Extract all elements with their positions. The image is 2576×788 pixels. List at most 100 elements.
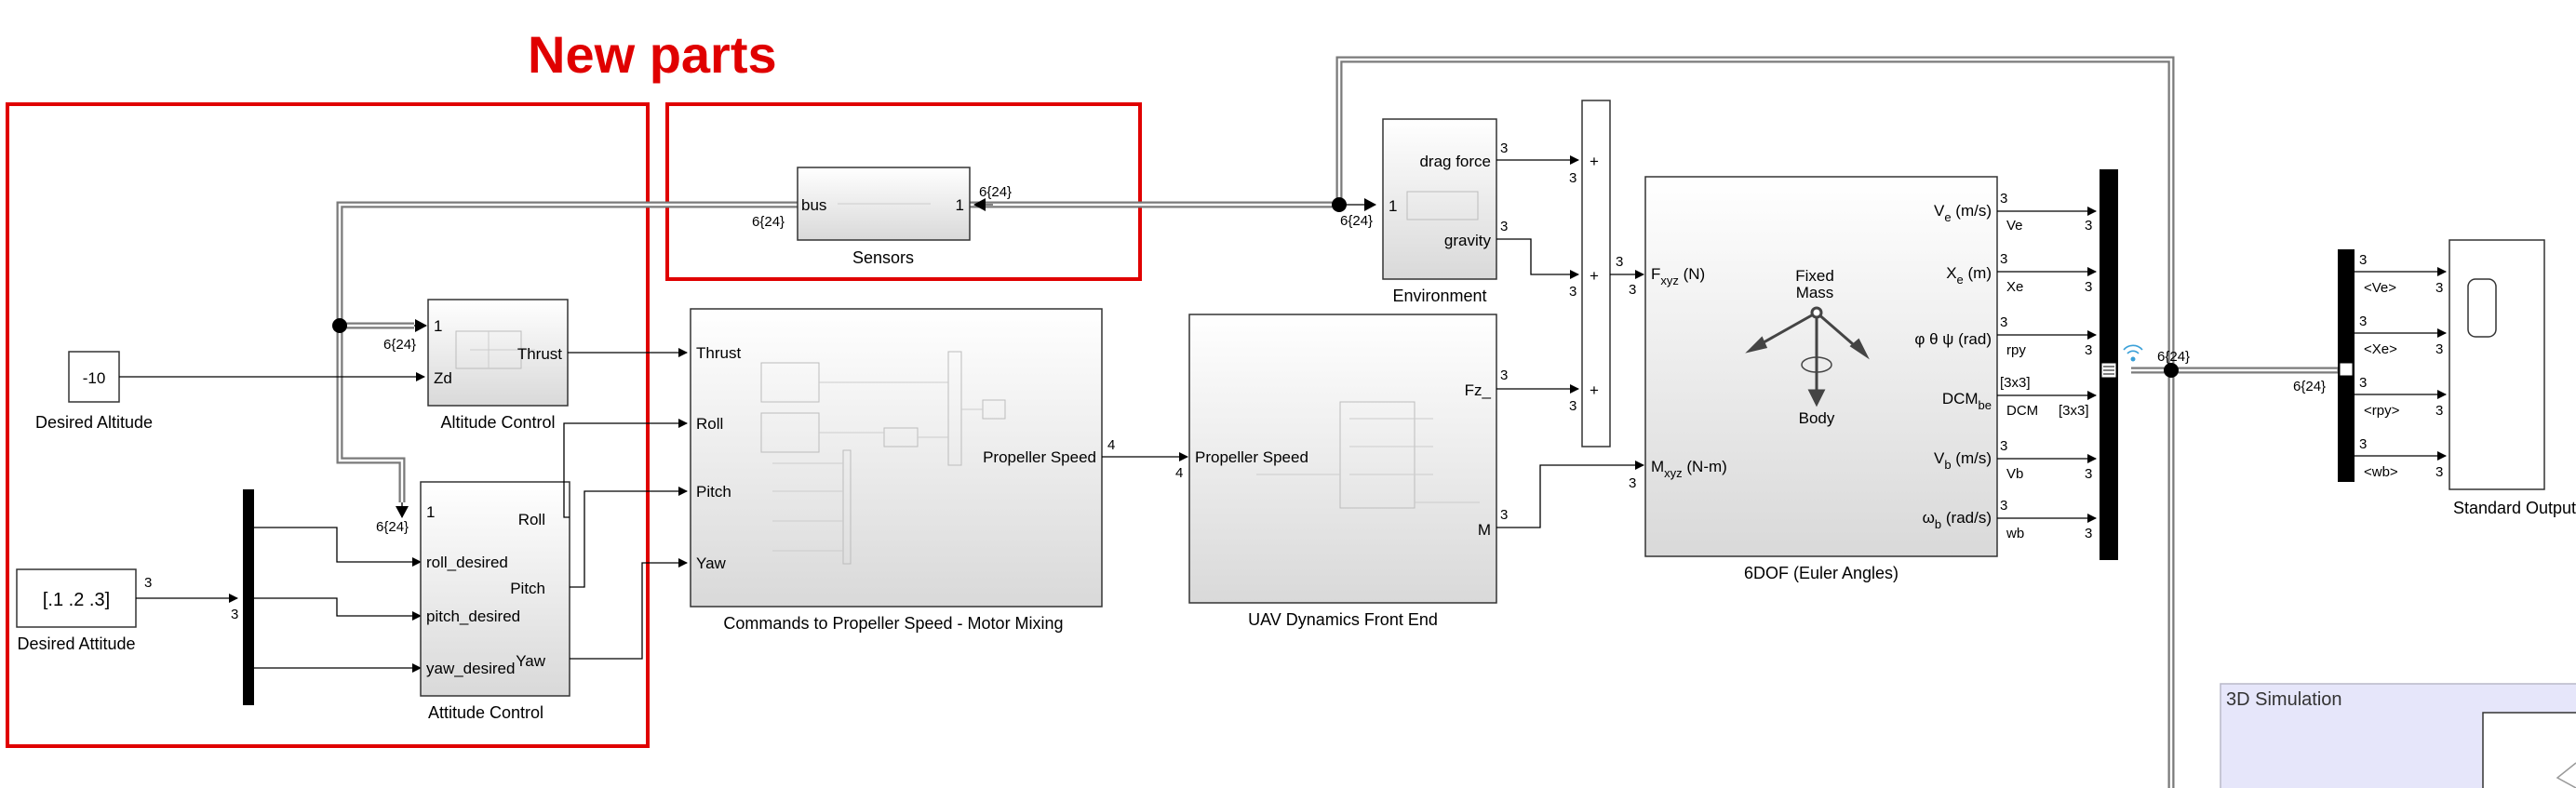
so-signal-rpy: <rpy> [2364, 403, 2400, 419]
attitude-control-in4: yaw_desired [426, 660, 515, 677]
sensors-dim-left: 6{24} [752, 214, 785, 230]
bus-dim-vb: 3 [2085, 466, 2092, 482]
attitude-control-in3: pitch_desired [426, 608, 520, 625]
new-parts-title: New parts [528, 25, 777, 84]
so-dim-3b: 3 [2435, 403, 2443, 419]
sixdof-dim-wb: 3 [2000, 498, 2007, 514]
signal-rpy: rpy [2006, 342, 2026, 358]
sum-sign-1: + [1590, 153, 1599, 170]
so-dim-1b: 3 [2435, 280, 2443, 296]
sixdof-dim-m: 3 [1629, 475, 1636, 491]
sixdof-out-ve: Ve (m/s) [1934, 202, 1992, 224]
sum-block[interactable]: + + + [1581, 100, 1611, 447]
environment-dim-in: 6{24} [1340, 213, 1373, 229]
so-dim-2b: 3 [2435, 341, 2443, 357]
sensors-dim-right: 6{24} [979, 184, 1012, 200]
sixdof-out-vb: Vb (m/s) [1934, 449, 1992, 472]
altitude-control-caption: Altitude Control [440, 413, 555, 432]
signal-dcm: DCM [2006, 403, 2038, 419]
attitude-control-block[interactable]: 1 roll_desired pitch_desired yaw_desired… [420, 481, 570, 722]
motor-mixing-block[interactable]: Thrust Roll Pitch Yaw Propeller Speed Co… [690, 308, 1103, 633]
sim3d-area[interactable]: 3D Simulation [2220, 683, 2576, 788]
altitude-control-in2: Zd [434, 369, 452, 387]
uav-dynamics-in: Propeller Speed [1195, 448, 1308, 466]
new-parts-box-left [6, 102, 650, 748]
body-axes-icon [1745, 306, 1870, 407]
sum-sign-2: + [1590, 267, 1599, 285]
uav-dynamics-caption: UAV Dynamics Front End [1248, 610, 1438, 629]
standard-output-dim-in: 6{24} [2293, 379, 2326, 394]
environment-caption: Environment [1392, 287, 1486, 305]
sensors-in: bus [801, 196, 826, 214]
demux-bar[interactable] [243, 489, 254, 705]
uav-dim-fz: 3 [1500, 367, 1508, 383]
standard-output-block[interactable]: Standard Output [2449, 239, 2576, 517]
sixdof-dim-ve: 3 [2000, 191, 2007, 207]
uav-dynamics-out1: Fz_ [1465, 381, 1492, 399]
desired-altitude-caption: Desired Altitude [35, 413, 153, 432]
sensors-out: 1 [956, 196, 964, 214]
environment-dim1: 3 [1500, 140, 1508, 156]
environment-block[interactable]: 1 drag force gravity Environment [1382, 118, 1497, 305]
motor-mixing-dim-out: 4 [1107, 437, 1115, 453]
bus-dim-dcm: [3x3] [2059, 403, 2089, 419]
bus-out-dim: 6{24} [2157, 349, 2190, 365]
motor-mixing-in4: Yaw [696, 554, 727, 572]
desired-attitude-value: [.1 .2 .3] [43, 590, 110, 610]
sum-sign-3: + [1590, 381, 1599, 399]
sixdof-center-top: Fixed [1795, 267, 1834, 285]
altitude-control-block[interactable]: 1 Zd Thrust Altitude Control [427, 299, 569, 432]
attitude-control-dim: 6{24} [376, 519, 409, 535]
standard-output-caption: Standard Output [2453, 499, 2576, 517]
desired-altitude-value: -10 [83, 369, 106, 387]
sum-dim-out: 3 [1616, 254, 1623, 270]
desired-attitude-block[interactable]: [.1 .2 .3] Desired Attitude 3 [16, 568, 152, 653]
motor-mixing-in2: Roll [696, 415, 723, 433]
log-signal-icon[interactable] [2123, 344, 2143, 362]
motor-mixing-out: Propeller Speed [983, 448, 1096, 466]
motor-mixing-in3: Pitch [696, 483, 731, 501]
sixdof-dim-dcm: [3x3] [2000, 375, 2031, 391]
sixdof-center-bottom: Body [1799, 409, 1835, 427]
signal-ve: Ve [2006, 218, 2023, 234]
motor-mixing-in1: Thrust [696, 344, 741, 362]
attitude-control-caption: Attitude Control [428, 703, 543, 722]
signal-xe: Xe [2006, 279, 2023, 295]
environment-in: 1 [1389, 197, 1397, 215]
environment-dim2: 3 [1500, 219, 1508, 234]
sum-dim-top: 3 [1569, 170, 1576, 186]
bus-selector-bar[interactable] [2338, 249, 2355, 482]
altitude-control-out: Thrust [517, 345, 562, 363]
sixdof-output-wires: 3 Ve 3 3 Xe 3 3 rpy 3 [3x3] DCM [3x3] 3 … [1997, 191, 2097, 541]
sensors-caption: Sensors [852, 248, 914, 267]
sixdof-out-wb: ωb (rad/s) [1923, 509, 1992, 531]
sum-dim-bottom: 3 [1569, 398, 1576, 414]
new-parts-box-sensors [665, 102, 1142, 281]
desired-attitude-dim: 3 [144, 575, 152, 591]
sixdof-dim-xe: 3 [2000, 251, 2007, 267]
sixdof-out-rpy: φ θ ψ (rad) [1914, 330, 1992, 348]
attitude-control-in1: 1 [426, 503, 435, 521]
uav-dynamics-block[interactable]: Propeller Speed Fz_ M UAV Dynamics Front… [1188, 314, 1497, 629]
scope-display-icon [2467, 278, 2497, 338]
desired-altitude-block[interactable]: -10 Desired Altitude [35, 351, 153, 432]
so-dim-2: 3 [2359, 314, 2367, 329]
sixdof-out-dcm: DCMbe [1942, 390, 1992, 412]
sum-dim-mid: 3 [1569, 284, 1576, 300]
sixdof-in-f: Fxyz (N) [1651, 265, 1705, 287]
altitude-control-dim: 6{24} [383, 337, 416, 353]
demux-dim: 3 [231, 607, 238, 622]
altitude-control-in1: 1 [434, 317, 442, 335]
environment-out1: drag force [1419, 153, 1491, 170]
uav-dynamics-out2: M [1478, 521, 1491, 539]
so-dim-3: 3 [2359, 375, 2367, 391]
uav-dynamics-dim-in: 4 [1175, 465, 1183, 481]
sensors-block[interactable]: bus 1 Sensors [797, 167, 971, 267]
bus-dim-rpy: 3 [2085, 342, 2092, 358]
sixdof-block[interactable]: Fxyz (N) Mxyz (N-m) Fixed Mass Body 6DOF… [1644, 176, 1998, 582]
bus-dim-wb: 3 [2085, 526, 2092, 541]
sixdof-center-mid: Mass [1796, 284, 1834, 301]
sixdof-dim-rpy: 3 [2000, 314, 2007, 330]
sixdof-in-m: Mxyz (N-m) [1651, 458, 1727, 480]
